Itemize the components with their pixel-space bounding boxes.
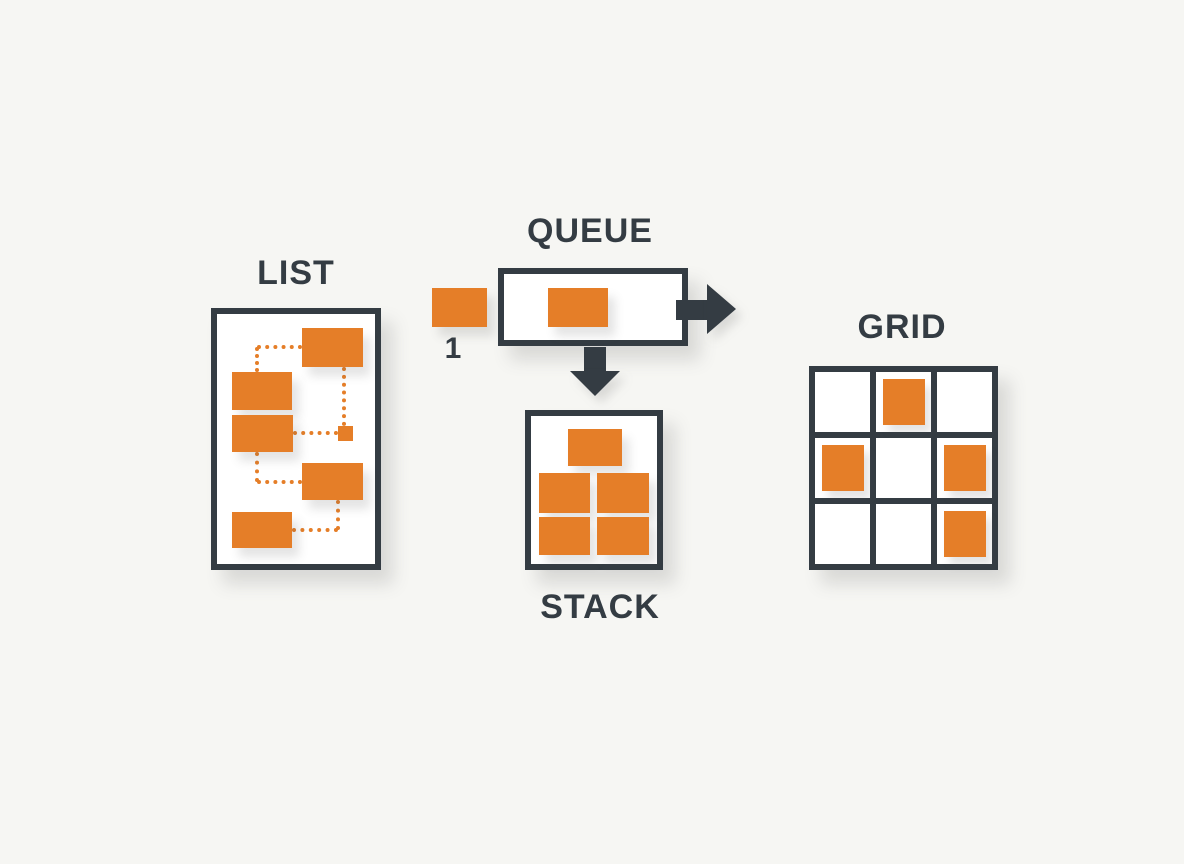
stack-container — [525, 410, 663, 570]
list-connector-line — [292, 528, 338, 532]
list-item-block — [232, 372, 292, 410]
grid-cell-empty — [876, 438, 931, 498]
stack-item-block — [539, 473, 590, 513]
stack-item-block — [539, 517, 590, 555]
list-connector-line — [257, 345, 302, 349]
queue-item-block — [548, 288, 608, 327]
grid-cell-empty — [815, 372, 870, 432]
grid-cell-filled — [815, 438, 870, 498]
list-connector-line — [257, 480, 302, 484]
grid-item-square — [943, 445, 986, 491]
list-connector-line — [336, 500, 340, 530]
stack-item-block — [597, 517, 649, 555]
queue-to-stack-arrow-icon — [570, 371, 620, 396]
list-title: LIST — [257, 254, 335, 292]
grid-item-square — [882, 379, 925, 425]
queue-item-number: 1 — [444, 332, 462, 365]
grid-cell-filled — [876, 372, 931, 432]
stack-item-block — [597, 473, 649, 513]
list-connector-line — [293, 431, 338, 435]
list-item-block — [232, 415, 293, 452]
queue-to-stack-arrow-shaft — [584, 347, 606, 373]
grid-item-square — [943, 511, 986, 557]
grid-cell-filled — [937, 438, 992, 498]
list-item-block — [302, 328, 363, 367]
grid-cell-empty — [937, 372, 992, 432]
grid-cell-empty — [815, 504, 870, 564]
stack-title: STACK — [540, 588, 660, 626]
stack-item-block — [568, 429, 622, 466]
queue-incoming-block — [432, 288, 487, 327]
queue-title: QUEUE — [527, 212, 653, 250]
queue-container — [498, 268, 688, 346]
list-connector-line — [255, 347, 259, 372]
grid-container — [809, 366, 998, 570]
queue-exit-arrow-shaft — [676, 300, 708, 320]
grid-item-square — [821, 445, 864, 491]
list-connector-line — [255, 452, 259, 482]
grid-title: GRID — [857, 308, 947, 346]
list-item-block — [232, 512, 292, 548]
list-container — [211, 308, 381, 570]
queue-exit-arrow-icon — [707, 284, 736, 334]
list-item-block — [302, 463, 363, 500]
list-connector-line — [342, 367, 346, 426]
grid-cell-filled — [937, 504, 992, 564]
list-node-square — [338, 426, 353, 441]
grid-cell-empty — [876, 504, 931, 564]
